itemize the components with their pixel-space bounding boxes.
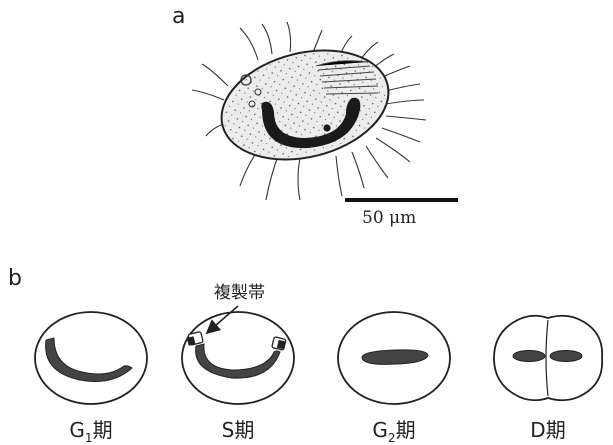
replication-band-callout: 複製帯 [214,278,265,303]
phase-label-g2: G2期 [339,414,449,445]
phase-g2-diagram [338,312,450,404]
panel-a-label: a [172,6,185,28]
phase-g1-diagram [35,312,147,404]
organism-illustration [192,22,426,200]
phase-label-g1: G1期 [36,414,146,445]
phase-label-s: S期 [183,414,293,445]
micronucleus [323,124,330,131]
scale-bar-label: 50 μm [362,208,416,228]
panel-b-label: b [8,268,22,290]
nucleus-d-left [513,351,545,362]
nucleus-d-right [550,351,582,362]
phase-s-diagram [182,312,294,404]
phase-d-diagram [494,316,602,401]
phase-label-d: D期 [493,414,603,445]
dividing-cell-outline [494,316,602,401]
